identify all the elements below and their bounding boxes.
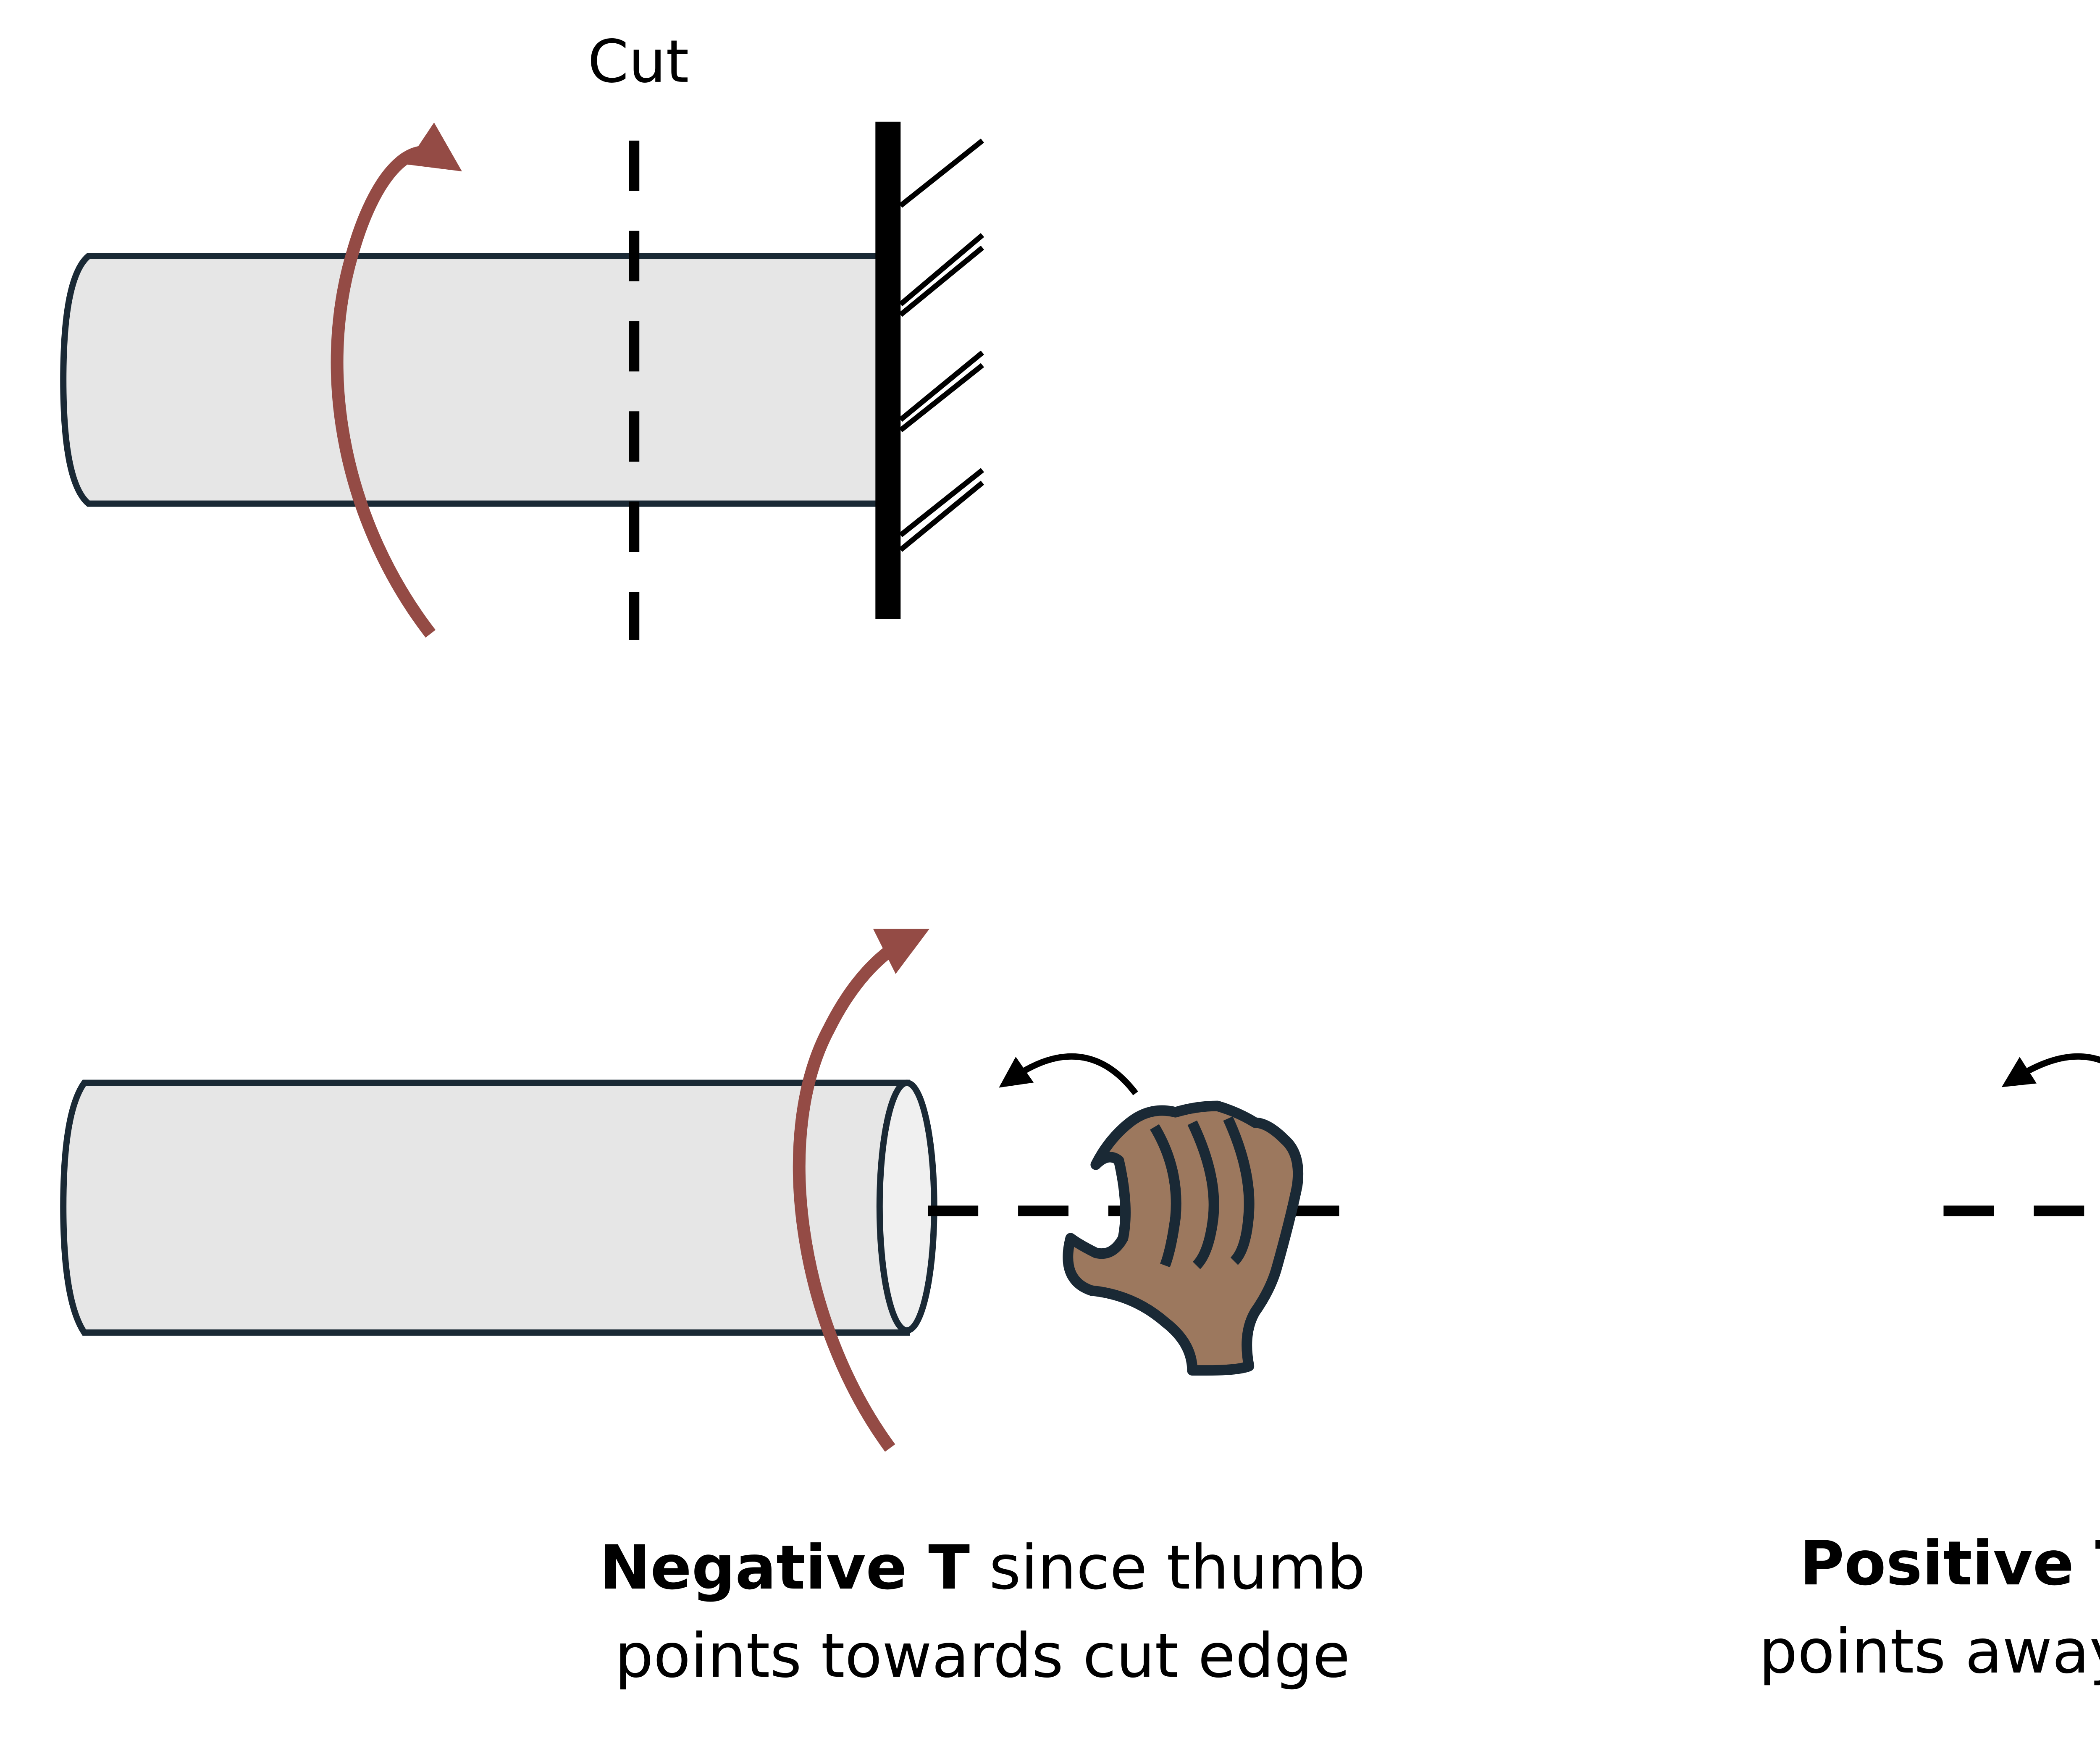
top-left-panel xyxy=(60,121,984,640)
caption-line-1: Positive T since thumb xyxy=(1800,1528,2100,1599)
caption-line-2: points away from cut edge xyxy=(1759,1617,2100,1687)
torque-arrow xyxy=(331,122,462,638)
wall-hatch-extra xyxy=(899,233,984,537)
bottom-left-panel: Negative T since thumb points towards cu… xyxy=(60,929,1365,1691)
right-hand-icon xyxy=(1063,1100,1304,1376)
torque-arrow xyxy=(793,929,929,1452)
curl-arrow xyxy=(999,1053,1138,1095)
curl-arrow xyxy=(2001,1053,2100,1087)
caption-line-1: Negative T since thumb xyxy=(599,1533,1365,1603)
bottom-right-panel: Positive T since thumb points away from … xyxy=(1759,1053,2100,1687)
cut-label-left: Cut xyxy=(588,27,689,96)
shaft xyxy=(60,1079,910,1336)
fixed-wall xyxy=(875,121,901,619)
caption-line-2: points towards cut edge xyxy=(615,1621,1350,1691)
shaft xyxy=(60,253,885,507)
shaft-end xyxy=(876,1079,937,1334)
wall-hatch xyxy=(899,138,984,552)
